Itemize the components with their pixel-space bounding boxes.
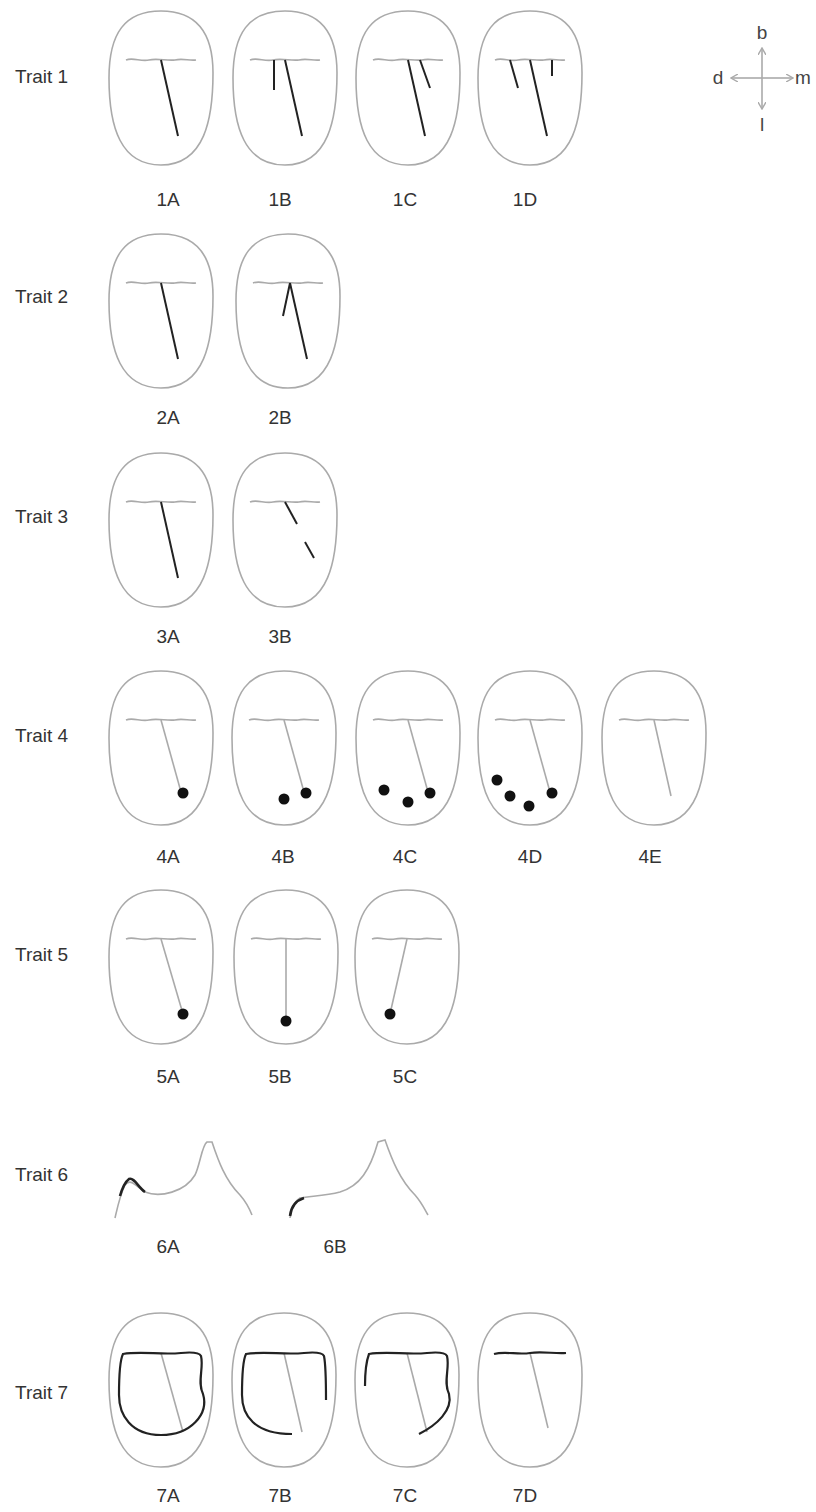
- trait-label: Trait 2: [15, 287, 68, 308]
- trait-label: Trait 3: [15, 507, 68, 528]
- variant-label: 7B: [268, 1486, 291, 1507]
- variant-label: 1A: [156, 190, 179, 211]
- tooth: [236, 234, 340, 388]
- variant-label: 1C: [393, 190, 417, 211]
- variant-label: 1B: [268, 190, 291, 211]
- tooth: [109, 234, 213, 388]
- tooth: [109, 1313, 213, 1467]
- variant-label: 2B: [268, 408, 291, 429]
- tooth: [109, 453, 213, 607]
- trait-label: Trait 1: [15, 67, 68, 88]
- variant-label: 5B: [268, 1067, 291, 1088]
- tooth: [355, 1313, 459, 1467]
- tooth: [109, 11, 213, 165]
- trait-label: Trait 7: [15, 1383, 68, 1404]
- compass: [731, 48, 793, 109]
- tooth: [602, 671, 706, 825]
- variant-label: 6B: [323, 1237, 346, 1258]
- tooth: [355, 890, 459, 1044]
- trait-label: Trait 6: [15, 1165, 68, 1186]
- variant-label: 4D: [518, 847, 542, 868]
- tooth: [109, 671, 213, 825]
- variant-label: 5A: [156, 1067, 179, 1088]
- variant-label: 3A: [156, 627, 179, 648]
- tooth: [232, 1313, 336, 1467]
- variant-label: 4B: [271, 847, 294, 868]
- trait-label: Trait 4: [15, 726, 68, 747]
- tooth: [478, 671, 582, 825]
- variant-label: 7C: [393, 1486, 417, 1507]
- compass-letter: b: [757, 23, 768, 44]
- variant-label: 1D: [513, 190, 537, 211]
- variant-label: 6A: [156, 1237, 179, 1258]
- tooth: [109, 890, 213, 1044]
- variant-label: 4C: [393, 847, 417, 868]
- tooth: [478, 1313, 582, 1467]
- compass-letter: m: [795, 68, 811, 89]
- variant-label: 4A: [156, 847, 179, 868]
- tooth: [233, 11, 337, 165]
- compass-letter: l: [760, 115, 764, 136]
- variant-label: 4E: [638, 847, 661, 868]
- compass-letter: d: [713, 68, 724, 89]
- tooth: [232, 671, 336, 825]
- tooth: [356, 11, 460, 165]
- variant-label: 7A: [156, 1486, 179, 1507]
- trait-label: Trait 5: [15, 945, 68, 966]
- tooth: [234, 890, 338, 1044]
- variant-label: 5C: [393, 1067, 417, 1088]
- tooth-profile: [115, 1142, 252, 1218]
- tooth: [478, 11, 582, 165]
- variant-label: 2A: [156, 408, 179, 429]
- tooth: [233, 453, 337, 607]
- variant-label: 7D: [513, 1486, 537, 1507]
- tooth-profile: [290, 1140, 428, 1218]
- variant-label: 3B: [268, 627, 291, 648]
- tooth: [356, 671, 460, 825]
